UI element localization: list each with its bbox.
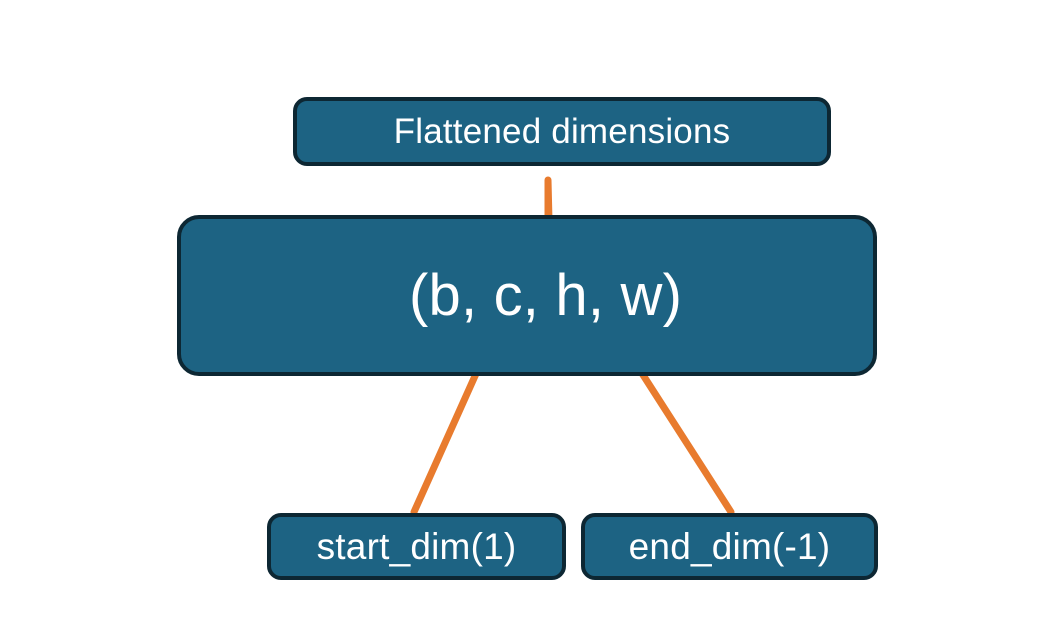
node-start-dim[interactable]: start_dim(1) <box>267 513 566 580</box>
node-flattened-dimensions-label: Flattened dimensions <box>393 112 731 151</box>
node-end-dim[interactable]: end_dim(-1) <box>581 513 878 580</box>
node-end-dim-label: end_dim(-1) <box>628 526 831 567</box>
node-start-dim-label: start_dim(1) <box>316 526 517 567</box>
node-tensor-shape[interactable]: (b, c, h, w) <box>177 215 877 376</box>
node-tensor-shape-label: (b, c, h, w) <box>409 262 683 328</box>
node-flattened-dimensions[interactable]: Flattened dimensions <box>293 97 831 166</box>
